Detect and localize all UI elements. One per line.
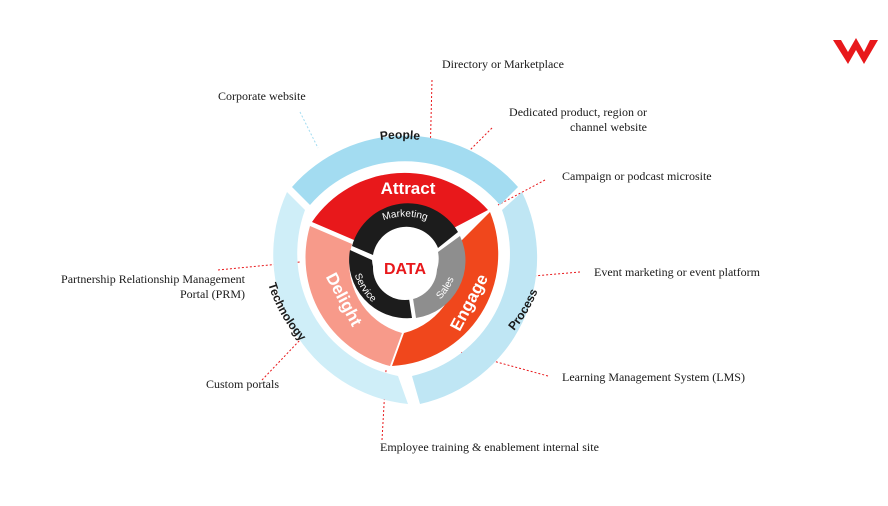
- callout-prm-line-2: Portal (PRM): [179, 287, 245, 301]
- inner-segment-marketing: [352, 203, 458, 255]
- callout-custom-portals: Custom portals: [206, 377, 280, 391]
- outer-segment-process: [412, 192, 538, 404]
- segment-delight: [305, 226, 402, 366]
- label-people: People: [379, 128, 421, 143]
- label-marketing: Marketing: [381, 208, 429, 223]
- line-custom: [261, 339, 301, 381]
- center-label: DATA: [384, 261, 427, 278]
- line-corporate: [299, 111, 319, 149]
- inner-segment-sales: [412, 236, 466, 318]
- label-attract: Attract: [381, 179, 436, 198]
- w-logo-icon: [833, 38, 878, 64]
- callout-prm: Partnership Relationship Management Port…: [20, 272, 245, 302]
- line-directory: [429, 79, 433, 161]
- callout-dedicated-line-1: Dedicated product, region or: [509, 105, 647, 119]
- callout-corporate-website: Corporate website: [218, 89, 306, 103]
- middle-ring: Attract Engage Delight: [305, 172, 499, 366]
- callout-dedicated-website: Dedicated product, region or channel web…: [472, 105, 647, 135]
- line-campaign: [497, 179, 546, 206]
- callout-event-platform: Event marketing or event platform: [594, 265, 760, 279]
- callout-prm-line-1: Partnership Relationship Management: [61, 272, 245, 286]
- segment-engage: [392, 212, 499, 366]
- outer-segment-people: [292, 135, 518, 205]
- callout-directory: Directory or Marketplace: [442, 57, 564, 71]
- line-dedicated: [454, 127, 493, 166]
- callout-dedicated-line-2: channel website: [570, 120, 647, 134]
- callout-employee-training: Employee training & enablement internal …: [380, 440, 599, 454]
- outer-segment-technology: [273, 192, 408, 404]
- callout-lms: Learning Management System (LMS): [562, 370, 745, 384]
- callout-campaign-microsite: Campaign or podcast microsite: [562, 169, 712, 183]
- center-circle: [373, 236, 437, 300]
